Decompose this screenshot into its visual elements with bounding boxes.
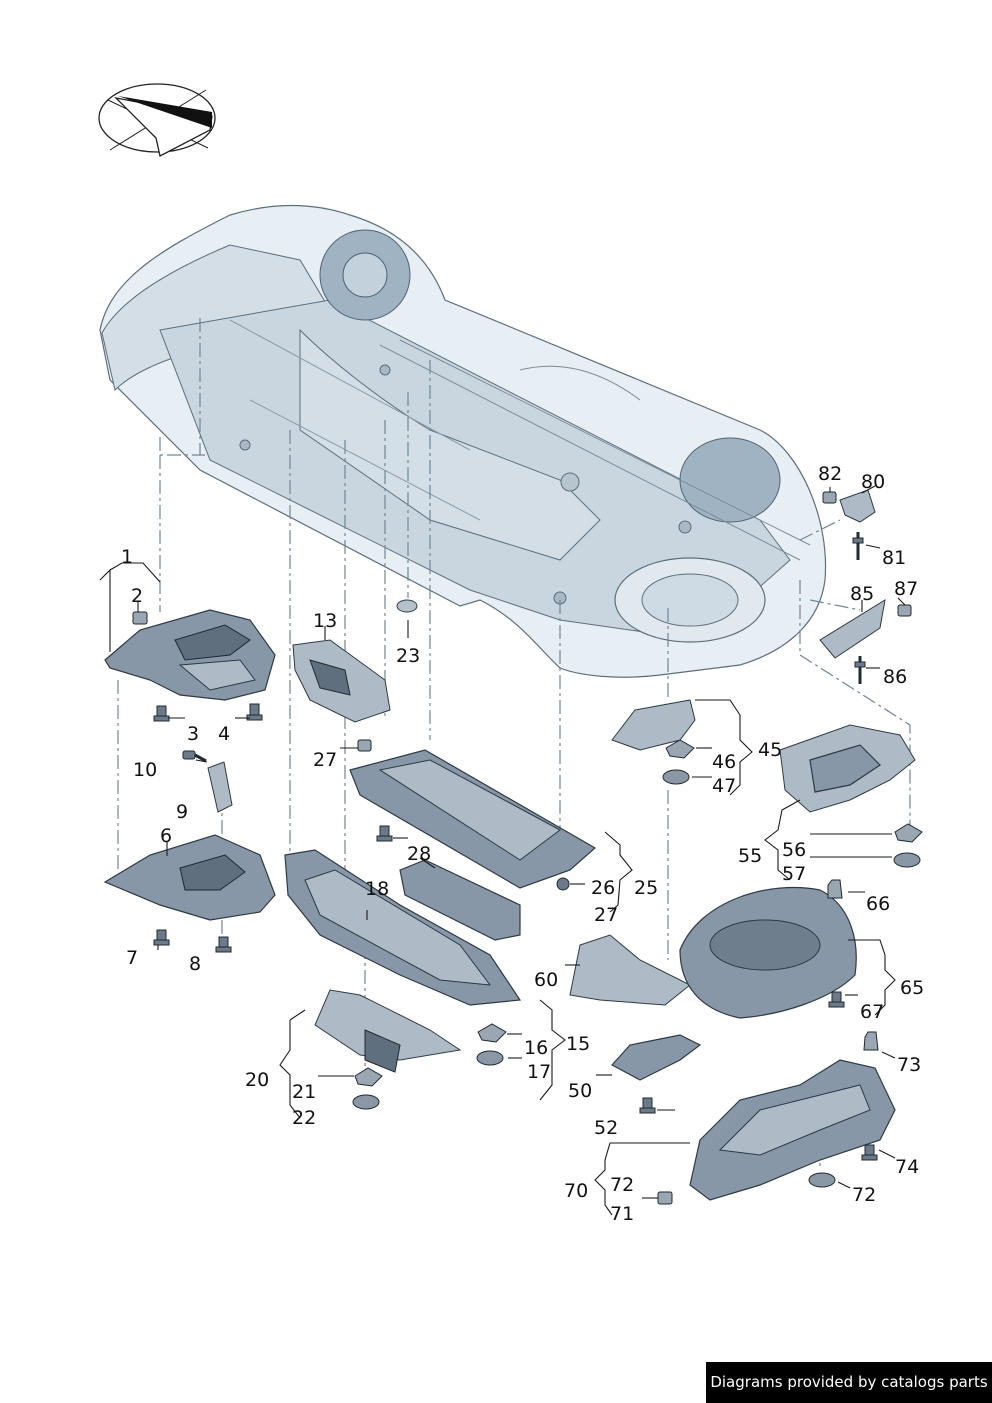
callout-15: 15 xyxy=(566,1033,590,1055)
part-85-cover xyxy=(819,598,886,659)
callout-3: 3 xyxy=(187,723,199,745)
callout-50: 50 xyxy=(568,1080,592,1102)
callout-8: 8 xyxy=(189,953,201,975)
part-18-tunnel-shield xyxy=(284,849,522,1006)
leader-lines xyxy=(99,485,906,1216)
callout-57: 57 xyxy=(782,863,806,885)
callout-80: 80 xyxy=(861,471,885,493)
callout-10: 10 xyxy=(133,759,157,781)
part-67-bolt xyxy=(828,991,845,1008)
footer-credit: Diagrams provided by catalogs parts xyxy=(706,1362,992,1403)
part-27-bolt xyxy=(376,825,393,842)
part-26-clip xyxy=(556,877,570,891)
callout-28: 28 xyxy=(407,843,431,865)
part-74-bolt xyxy=(861,1144,878,1161)
part-72-grommet xyxy=(808,1172,836,1188)
callout-2: 2 xyxy=(131,585,143,607)
part-47-grommet xyxy=(662,769,690,785)
callout-72-left: 72 xyxy=(610,1174,634,1196)
part-50-shield xyxy=(611,1034,702,1081)
part-57-grommet xyxy=(893,852,921,868)
part-56-retainer xyxy=(894,823,923,843)
part-28-shield xyxy=(399,859,521,941)
part-13-heat-shield xyxy=(292,639,391,723)
part-7-bolt xyxy=(153,929,170,946)
callout-56: 56 xyxy=(782,839,806,861)
part-1-front-shield xyxy=(104,609,276,701)
callout-71: 71 xyxy=(610,1203,634,1225)
callout-70: 70 xyxy=(564,1180,588,1202)
part-23-plug xyxy=(396,599,418,613)
callout-18: 18 xyxy=(365,878,389,900)
callout-9: 9 xyxy=(176,801,188,823)
callout-45: 45 xyxy=(758,739,782,761)
part-73-nut xyxy=(863,1031,879,1051)
callout-1: 1 xyxy=(121,546,133,568)
callout-27-upper: 27 xyxy=(313,749,337,771)
part-70-rear-shield xyxy=(689,1059,896,1201)
part-86-bolt xyxy=(854,656,866,684)
callout-7: 7 xyxy=(126,947,138,969)
callout-60: 60 xyxy=(534,969,558,991)
callout-81: 81 xyxy=(882,547,906,569)
part-20-rear-shield xyxy=(314,989,462,1073)
callout-21: 21 xyxy=(292,1081,316,1103)
callout-65: 65 xyxy=(900,977,924,999)
part-spare-wheel-cover xyxy=(611,699,696,751)
part-8-bolt xyxy=(215,936,232,953)
callout-23: 23 xyxy=(396,645,420,667)
part-52-bolt xyxy=(639,1097,656,1114)
part-17-grommet xyxy=(476,1050,504,1066)
callout-82: 82 xyxy=(818,463,842,485)
orientation-symbol xyxy=(98,83,216,157)
part-21-retainer xyxy=(354,1067,383,1087)
part-9-bracket xyxy=(207,761,233,813)
part-46-retainer xyxy=(665,739,695,759)
callout-47: 47 xyxy=(712,775,736,797)
callout-67: 67 xyxy=(860,1001,884,1023)
part-66-nut xyxy=(827,879,843,899)
part-45-rear-shield xyxy=(779,724,916,813)
callout-17: 17 xyxy=(527,1061,551,1083)
part-6-engine-shield xyxy=(103,834,276,921)
callout-72-right: 72 xyxy=(852,1184,876,1206)
part-2-clip xyxy=(132,611,148,625)
callout-46: 46 xyxy=(712,751,736,773)
vehicle-underbody xyxy=(99,204,827,678)
callout-66: 66 xyxy=(866,893,890,915)
callout-22: 22 xyxy=(292,1107,316,1129)
callout-74: 74 xyxy=(895,1156,919,1178)
part-80-bracket xyxy=(839,489,876,523)
callout-87: 87 xyxy=(894,578,918,600)
callout-85: 85 xyxy=(850,583,874,605)
callout-6: 6 xyxy=(160,825,172,847)
part-82-clip xyxy=(822,491,837,504)
callout-16: 16 xyxy=(524,1037,548,1059)
callout-labels: 1 2 3 4 10 9 6 7 8 13 23 27 28 18 26 25 … xyxy=(121,463,924,1225)
callout-20: 20 xyxy=(245,1069,269,1091)
callout-86: 86 xyxy=(883,666,907,688)
callout-55: 55 xyxy=(738,845,762,867)
part-60-side-shield xyxy=(569,934,691,1006)
part-25-center-panel xyxy=(349,749,597,889)
part-22-grommet xyxy=(352,1094,380,1110)
callout-27-lower: 27 xyxy=(594,904,618,926)
part-71-nut xyxy=(657,1191,673,1205)
callout-13: 13 xyxy=(313,610,337,632)
part-27-clip-upper xyxy=(357,739,372,752)
part-10-screw xyxy=(182,750,207,763)
callout-4: 4 xyxy=(218,723,230,745)
part-87-clip xyxy=(897,604,912,617)
part-3-bolt xyxy=(153,705,170,722)
part-16-retainer xyxy=(477,1023,507,1043)
callout-73: 73 xyxy=(897,1054,921,1076)
callout-25: 25 xyxy=(634,877,658,899)
callout-26: 26 xyxy=(591,877,615,899)
part-65-wheel-well-cover xyxy=(679,886,857,1019)
callout-52: 52 xyxy=(594,1117,618,1139)
part-81-bolt xyxy=(852,532,864,560)
